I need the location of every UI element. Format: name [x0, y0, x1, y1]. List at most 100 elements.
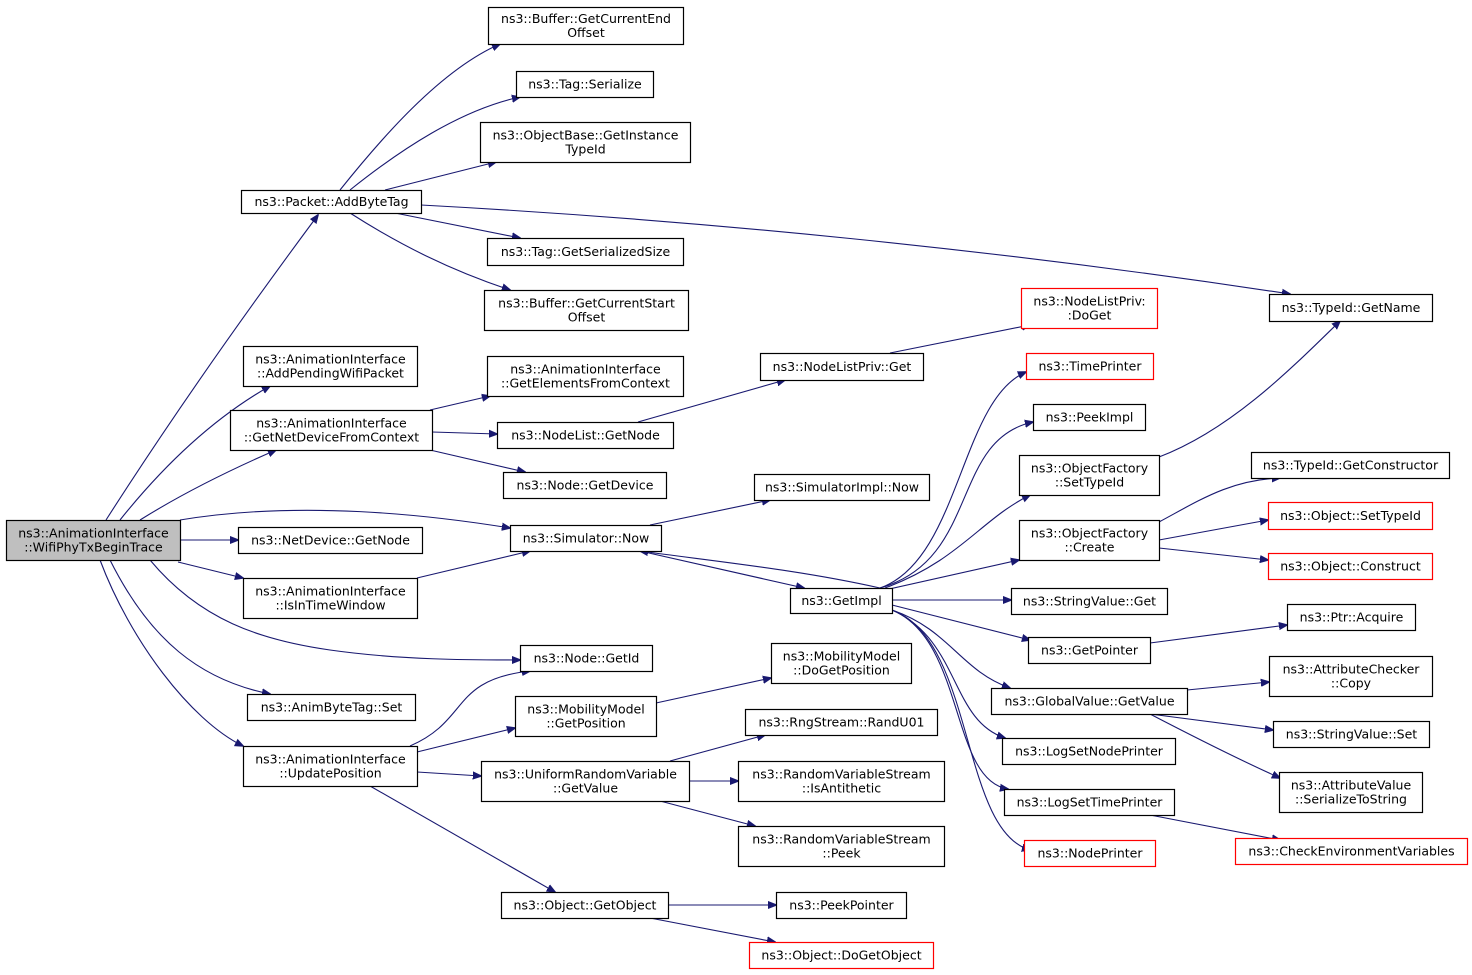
node-label-line: ns3::Packet::AddByteTag: [254, 194, 408, 209]
edge-root-to-node_getid: [149, 559, 520, 660]
node-box: [775, 891, 908, 920]
node-rvs_isantithetic[interactable]: ns3::RandomVariableStream::IsAntithetic: [737, 760, 946, 803]
node-tag_sersize[interactable]: ns3::Tag::GetSerializedSize: [486, 237, 685, 267]
node-root[interactable]: ns3::AnimationInterface::WifiPhyTxBeginT…: [5, 519, 182, 562]
node-label-line: ns3::TypeId::GetName: [1282, 300, 1421, 315]
node-updateposition[interactable]: ns3::AnimationInterface::UpdatePosition: [242, 745, 419, 788]
node-box: [1278, 771, 1424, 814]
node-box: [1023, 839, 1157, 868]
node-simimpl_now[interactable]: ns3::SimulatorImpl::Now: [753, 473, 931, 502]
node-label-line: ns3::Simulator::Now: [523, 531, 650, 546]
node-timeprinter[interactable]: ns3::TimePrinter: [1025, 352, 1155, 381]
node-netdev_getnode[interactable]: ns3::NetDevice::GetNode: [237, 526, 424, 555]
node-addpending[interactable]: ns3::AnimationInterface::AddPendingWifiP…: [242, 345, 419, 388]
edge-getimpl-to-nodeprinter: [891, 609, 1030, 850]
node-object_dogetobject[interactable]: ns3::Object::DoGetObject: [748, 941, 935, 970]
node-typeid_getname[interactable]: ns3::TypeId::GetName: [1268, 293, 1434, 323]
node-label-line: ns3::NodeListPriv:: [1033, 294, 1145, 309]
node-label-line: ::WifiPhyTxBeginTrace: [24, 540, 163, 555]
node-box: [486, 355, 685, 398]
node-label-line: ns3::NodeListPriv::Get: [773, 359, 912, 374]
node-box: [479, 121, 692, 164]
node-nodelistpriv_get[interactable]: ns3::NodeListPriv::Get: [759, 352, 925, 382]
node-object_settypeid[interactable]: ns3::Object::SetTypeId: [1267, 501, 1434, 531]
node-node_getid[interactable]: ns3::Node::GetId: [519, 644, 654, 673]
node-label-line: ns3::Ptr::Acquire: [1300, 610, 1404, 625]
edge-globalvalue_getvalue-to-attrchecker_copy: [1186, 682, 1269, 691]
node-globalvalue_getvalue[interactable]: ns3::GlobalValue::GetValue: [990, 687, 1189, 716]
node-label-line: ns3::ObjectFactory: [1031, 461, 1149, 476]
edge-uniform_getvalue-to-rvs_peek: [659, 800, 755, 826]
node-box: [486, 237, 685, 267]
node-peekimpl[interactable]: ns3::PeekImpl: [1032, 403, 1147, 432]
node-label-line: ns3::AnimationInterface: [255, 584, 406, 599]
node-label-line: ::Copy: [1331, 676, 1372, 691]
node-label-line: ns3::ObjectBase::GetInstance: [493, 128, 679, 143]
node-box: [496, 421, 675, 450]
node-attrvalue_sertostring[interactable]: ns3::AttributeValue::SerializeToString: [1278, 771, 1424, 814]
node-box: [519, 644, 654, 673]
node-object_construct[interactable]: ns3::Object::Construct: [1267, 552, 1434, 581]
node-objfac_settypeid[interactable]: ns3::ObjectFactory::SetTypeId: [1018, 454, 1161, 497]
node-rvs_peek[interactable]: ns3::RandomVariableStream::Peek: [737, 825, 946, 868]
node-rngstream_randu01[interactable]: ns3::RngStream::RandU01: [744, 708, 939, 737]
node-getnetdevctx[interactable]: ns3::AnimationInterface::GetNetDeviceFro…: [229, 409, 434, 452]
edge-root-to-addpending: [119, 386, 270, 521]
node-uniform_getvalue[interactable]: ns3::UniformRandomVariable::GetValue: [480, 760, 691, 803]
node-getimpl[interactable]: ns3::GetImpl: [789, 587, 894, 615]
node-mob_dogetpos[interactable]: ns3::MobilityModel::DoGetPosition: [770, 642, 913, 685]
node-label-line: ns3::TypeId::GetConstructor: [1263, 458, 1439, 473]
node-box: [1001, 737, 1177, 766]
node-box: [1032, 403, 1147, 432]
edge-logsettimeprinter-to-checkenvvars: [1149, 814, 1280, 840]
node-typeid_getctor[interactable]: ns3::TypeId::GetConstructor: [1250, 451, 1451, 480]
node-box: [737, 760, 946, 803]
node-nodelist_getnode[interactable]: ns3::NodeList::GetNode: [496, 421, 675, 450]
node-attrchecker_copy[interactable]: ns3::AttributeChecker::Copy: [1268, 655, 1434, 698]
node-box: [509, 524, 663, 553]
node-ptr_acquire[interactable]: ns3::Ptr::Acquire: [1286, 603, 1417, 632]
node-checkenvvars[interactable]: ns3::CheckEnvironmentVariables: [1234, 837, 1469, 866]
node-peekpointer[interactable]: ns3::PeekPointer: [775, 891, 908, 920]
node-label-line: ns3::RandomVariableStream: [752, 767, 930, 782]
node-box: [1010, 587, 1169, 616]
node-tag_serialize[interactable]: ns3::Tag::Serialize: [515, 70, 655, 99]
node-mob_getpos[interactable]: ns3::MobilityModel::GetPosition: [514, 695, 658, 738]
node-isintimewindow[interactable]: ns3::AnimationInterface::IsInTimeWindow: [242, 577, 419, 620]
node-box: [1003, 788, 1176, 817]
node-getpointer[interactable]: ns3::GetPointer: [1027, 636, 1152, 665]
node-stringvalue_set[interactable]: ns3::StringValue::Set: [1272, 720, 1431, 749]
node-logsetnodeprinter[interactable]: ns3::LogSetNodePrinter: [1001, 737, 1177, 766]
node-label-line: Offset: [568, 310, 606, 325]
node-label-line: ns3::TimePrinter: [1039, 359, 1143, 374]
edge-globalvalue_getvalue-to-attrvalue_sertostring: [1149, 713, 1280, 778]
node-label-line: ns3::NodeList::GetNode: [511, 428, 660, 443]
node-box: [1268, 293, 1434, 323]
node-logsettimeprinter[interactable]: ns3::LogSetTimePrinter: [1003, 788, 1176, 817]
node-addbytetag[interactable]: ns3::Packet::AddByteTag: [240, 189, 423, 215]
node-sim_now[interactable]: ns3::Simulator::Now: [509, 524, 663, 553]
node-box: [753, 473, 931, 502]
edge-getimpl-to-getpointer: [891, 604, 1030, 640]
node-nodeprinter[interactable]: ns3::NodePrinter: [1023, 839, 1157, 868]
node-box: [487, 6, 685, 46]
node-object_getobject[interactable]: ns3::Object::GetObject: [500, 891, 670, 920]
node-label-line: ns3::MobilityModel: [527, 702, 644, 717]
edge-addbytetag-to-typeid_getname: [420, 204, 1290, 294]
node-animbytetag_set[interactable]: ns3::AnimByteTag::Set: [246, 693, 417, 722]
node-stringvalue_get[interactable]: ns3::StringValue::Get: [1010, 587, 1169, 616]
edge-getimpl-to-objfac_settypeid: [884, 495, 1030, 589]
node-node_getdevice[interactable]: ns3::Node::GetDevice: [502, 471, 668, 500]
edge-getnetdevctx-to-getelemsctx: [429, 396, 490, 411]
node-box: [242, 745, 419, 788]
node-nodelistpriv_doget[interactable]: ns3::NodeListPriv::DoGet: [1020, 287, 1159, 330]
node-label-line: ns3::PeekImpl: [1046, 410, 1134, 425]
edge-addbytetag-to-tag_sersize: [394, 212, 520, 238]
node-box: [480, 760, 691, 803]
node-objfac_create[interactable]: ns3::ObjectFactory::Create: [1018, 519, 1161, 562]
node-getelemsctx[interactable]: ns3::AnimationInterface::GetElementsFrom…: [486, 355, 685, 398]
